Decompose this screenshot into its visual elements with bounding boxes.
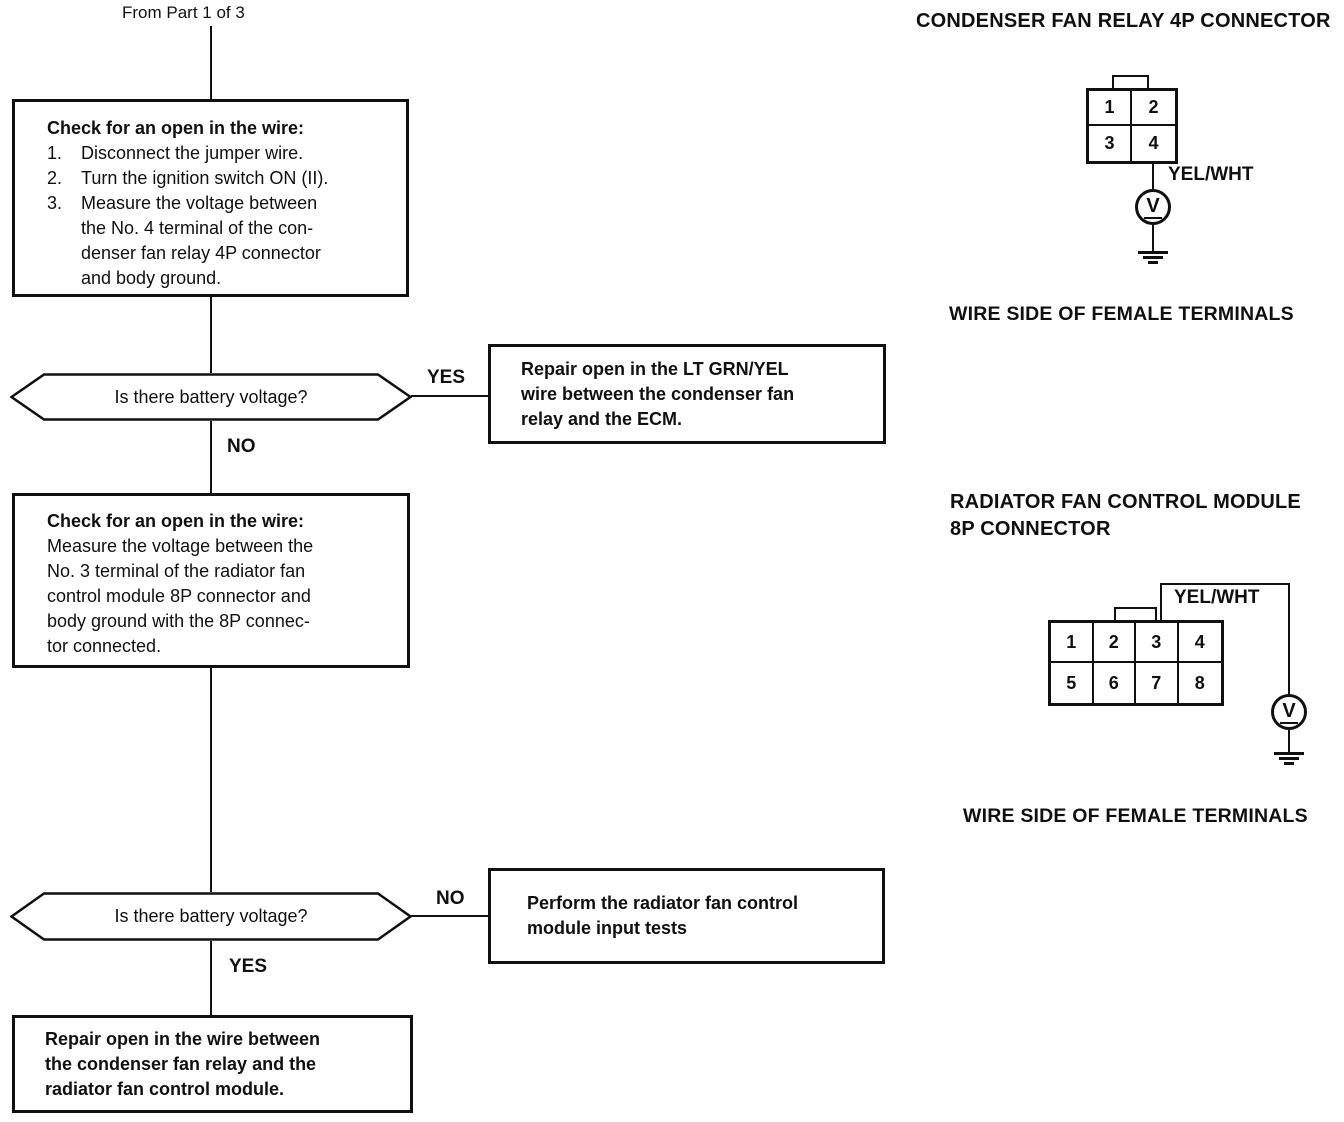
decision2-yes-label: YES bbox=[229, 956, 268, 977]
ground-icon bbox=[1284, 762, 1294, 765]
step1-item-2: 2. Turn the ignition switch ON (II). bbox=[47, 166, 398, 191]
step1-box: Check for an open in the wire: 1. Discon… bbox=[12, 99, 409, 297]
list-number: 3. bbox=[47, 193, 63, 213]
flow-line-5 bbox=[210, 941, 212, 1015]
terminal-cell-7: 7 bbox=[1136, 663, 1179, 703]
decision1-question: Is there battery voltage? bbox=[114, 386, 308, 407]
list-text: Measure the voltage between the No. 4 te… bbox=[81, 193, 321, 288]
voltmeter-symbol: V bbox=[1280, 699, 1298, 724]
flow-line-4 bbox=[210, 668, 212, 892]
probe-wire-8p-horizontal bbox=[1160, 583, 1290, 585]
terminal-cell-3: 3 bbox=[1136, 623, 1179, 663]
repair-wire-text: Repair open in the wire between the cond… bbox=[45, 1028, 321, 1099]
repair-ecm-box: Repair open in the LT GRN/YEL wire betwe… bbox=[488, 344, 886, 444]
decision2-no-label: NO bbox=[436, 888, 465, 909]
condenser-connector-title: CONDENSER FAN RELAY 4P CONNECTOR bbox=[916, 10, 1331, 32]
ground-icon bbox=[1274, 752, 1304, 755]
list-text: Turn the ignition switch ON (II). bbox=[81, 168, 329, 188]
connector-key-tab-8p bbox=[1114, 607, 1157, 621]
wire-side-caption-2: WIRE SIDE OF FEMALE TERMINALS bbox=[963, 805, 1308, 827]
voltmeter-symbol: V bbox=[1144, 194, 1162, 219]
ground-icon bbox=[1148, 261, 1158, 264]
decision1-yes-label: YES bbox=[427, 367, 466, 388]
radiator-connector-8p: 1 2 3 4 5 6 7 8 bbox=[1048, 620, 1224, 706]
decision1: Is there battery voltage? bbox=[10, 373, 412, 421]
decision1-yes-branch-line bbox=[411, 395, 488, 397]
repair-wire-box: Repair open in the wire between the cond… bbox=[12, 1015, 413, 1113]
perform-tests-box: Perform the radiator fan control module … bbox=[488, 868, 885, 964]
voltmeter-icon: V bbox=[1271, 694, 1307, 730]
ground-icon bbox=[1138, 251, 1168, 254]
decision-hexagon-shape bbox=[10, 373, 412, 421]
radiator-connector-title: RADIATOR FAN CONTROL MODULE 8P CONNECTOR bbox=[950, 491, 1301, 540]
flow-line-2 bbox=[210, 297, 212, 373]
step1-item-1: 1. Disconnect the jumper wire. bbox=[47, 141, 398, 166]
from-part-label: From Part 1 of 3 bbox=[122, 3, 245, 22]
flow-line-3 bbox=[210, 421, 212, 493]
list-text: Disconnect the jumper wire. bbox=[81, 143, 304, 163]
decision2-question: Is there battery voltage? bbox=[114, 906, 308, 926]
step1-heading: Check for an open in the wire: bbox=[47, 118, 305, 138]
terminal-cell-2: 2 bbox=[1093, 623, 1136, 663]
probe-wire-8p-stub bbox=[1160, 583, 1162, 622]
perform-tests-text: Perform the radiator fan control module … bbox=[527, 893, 799, 938]
terminal-cell-1: 1 bbox=[1051, 623, 1094, 663]
wire-color-label-4p: YEL/WHT bbox=[1168, 164, 1254, 185]
list-number: 1. bbox=[47, 143, 63, 163]
terminal-cell-8: 8 bbox=[1194, 672, 1205, 693]
step2-box: Check for an open in the wire: Measure t… bbox=[12, 493, 410, 668]
terminal-cell-4: 4 bbox=[1178, 623, 1221, 663]
list-number: 2. bbox=[47, 168, 63, 188]
connector-key-tab-4p bbox=[1112, 75, 1149, 89]
decision2: Is there battery voltage? bbox=[10, 892, 412, 941]
wire-side-caption-1: WIRE SIDE OF FEMALE TERMINALS bbox=[949, 303, 1294, 325]
ground-icon bbox=[1143, 256, 1163, 259]
decision1-no-label: NO bbox=[227, 436, 256, 457]
repair-ecm-text: Repair open in the LT GRN/YEL wire betwe… bbox=[521, 358, 795, 429]
terminal-cell-1: 1 bbox=[1089, 91, 1132, 126]
voltmeter-icon: V bbox=[1135, 189, 1171, 225]
wire-color-label-8p: YEL/WHT bbox=[1174, 587, 1260, 608]
step2-heading: Check for an open in the wire: bbox=[47, 511, 305, 531]
terminal-cell-5: 5 bbox=[1051, 663, 1094, 703]
probe-wire-8p-vertical bbox=[1288, 583, 1290, 695]
terminal-cell-2: 2 bbox=[1132, 91, 1175, 126]
probe-wire-4p bbox=[1152, 164, 1154, 190]
step2-body: Measure the voltage between the No. 3 te… bbox=[47, 536, 314, 656]
flow-line-top bbox=[210, 26, 212, 99]
decision-hexagon-shape bbox=[10, 892, 412, 941]
ground-icon bbox=[1279, 757, 1299, 760]
decision2-no-branch-line bbox=[411, 915, 488, 917]
terminal-cell-3: 3 bbox=[1089, 126, 1132, 161]
condenser-connector-4p: 1 2 3 4 bbox=[1086, 88, 1178, 164]
terminal-cell-6: 6 bbox=[1094, 663, 1136, 703]
terminal-cell-4: 4 bbox=[1148, 133, 1159, 153]
ground-wire-8p bbox=[1288, 730, 1290, 753]
ground-wire-4p bbox=[1152, 225, 1154, 252]
step1-item-3: 3. Measure the voltage between the No. 4… bbox=[47, 191, 398, 291]
